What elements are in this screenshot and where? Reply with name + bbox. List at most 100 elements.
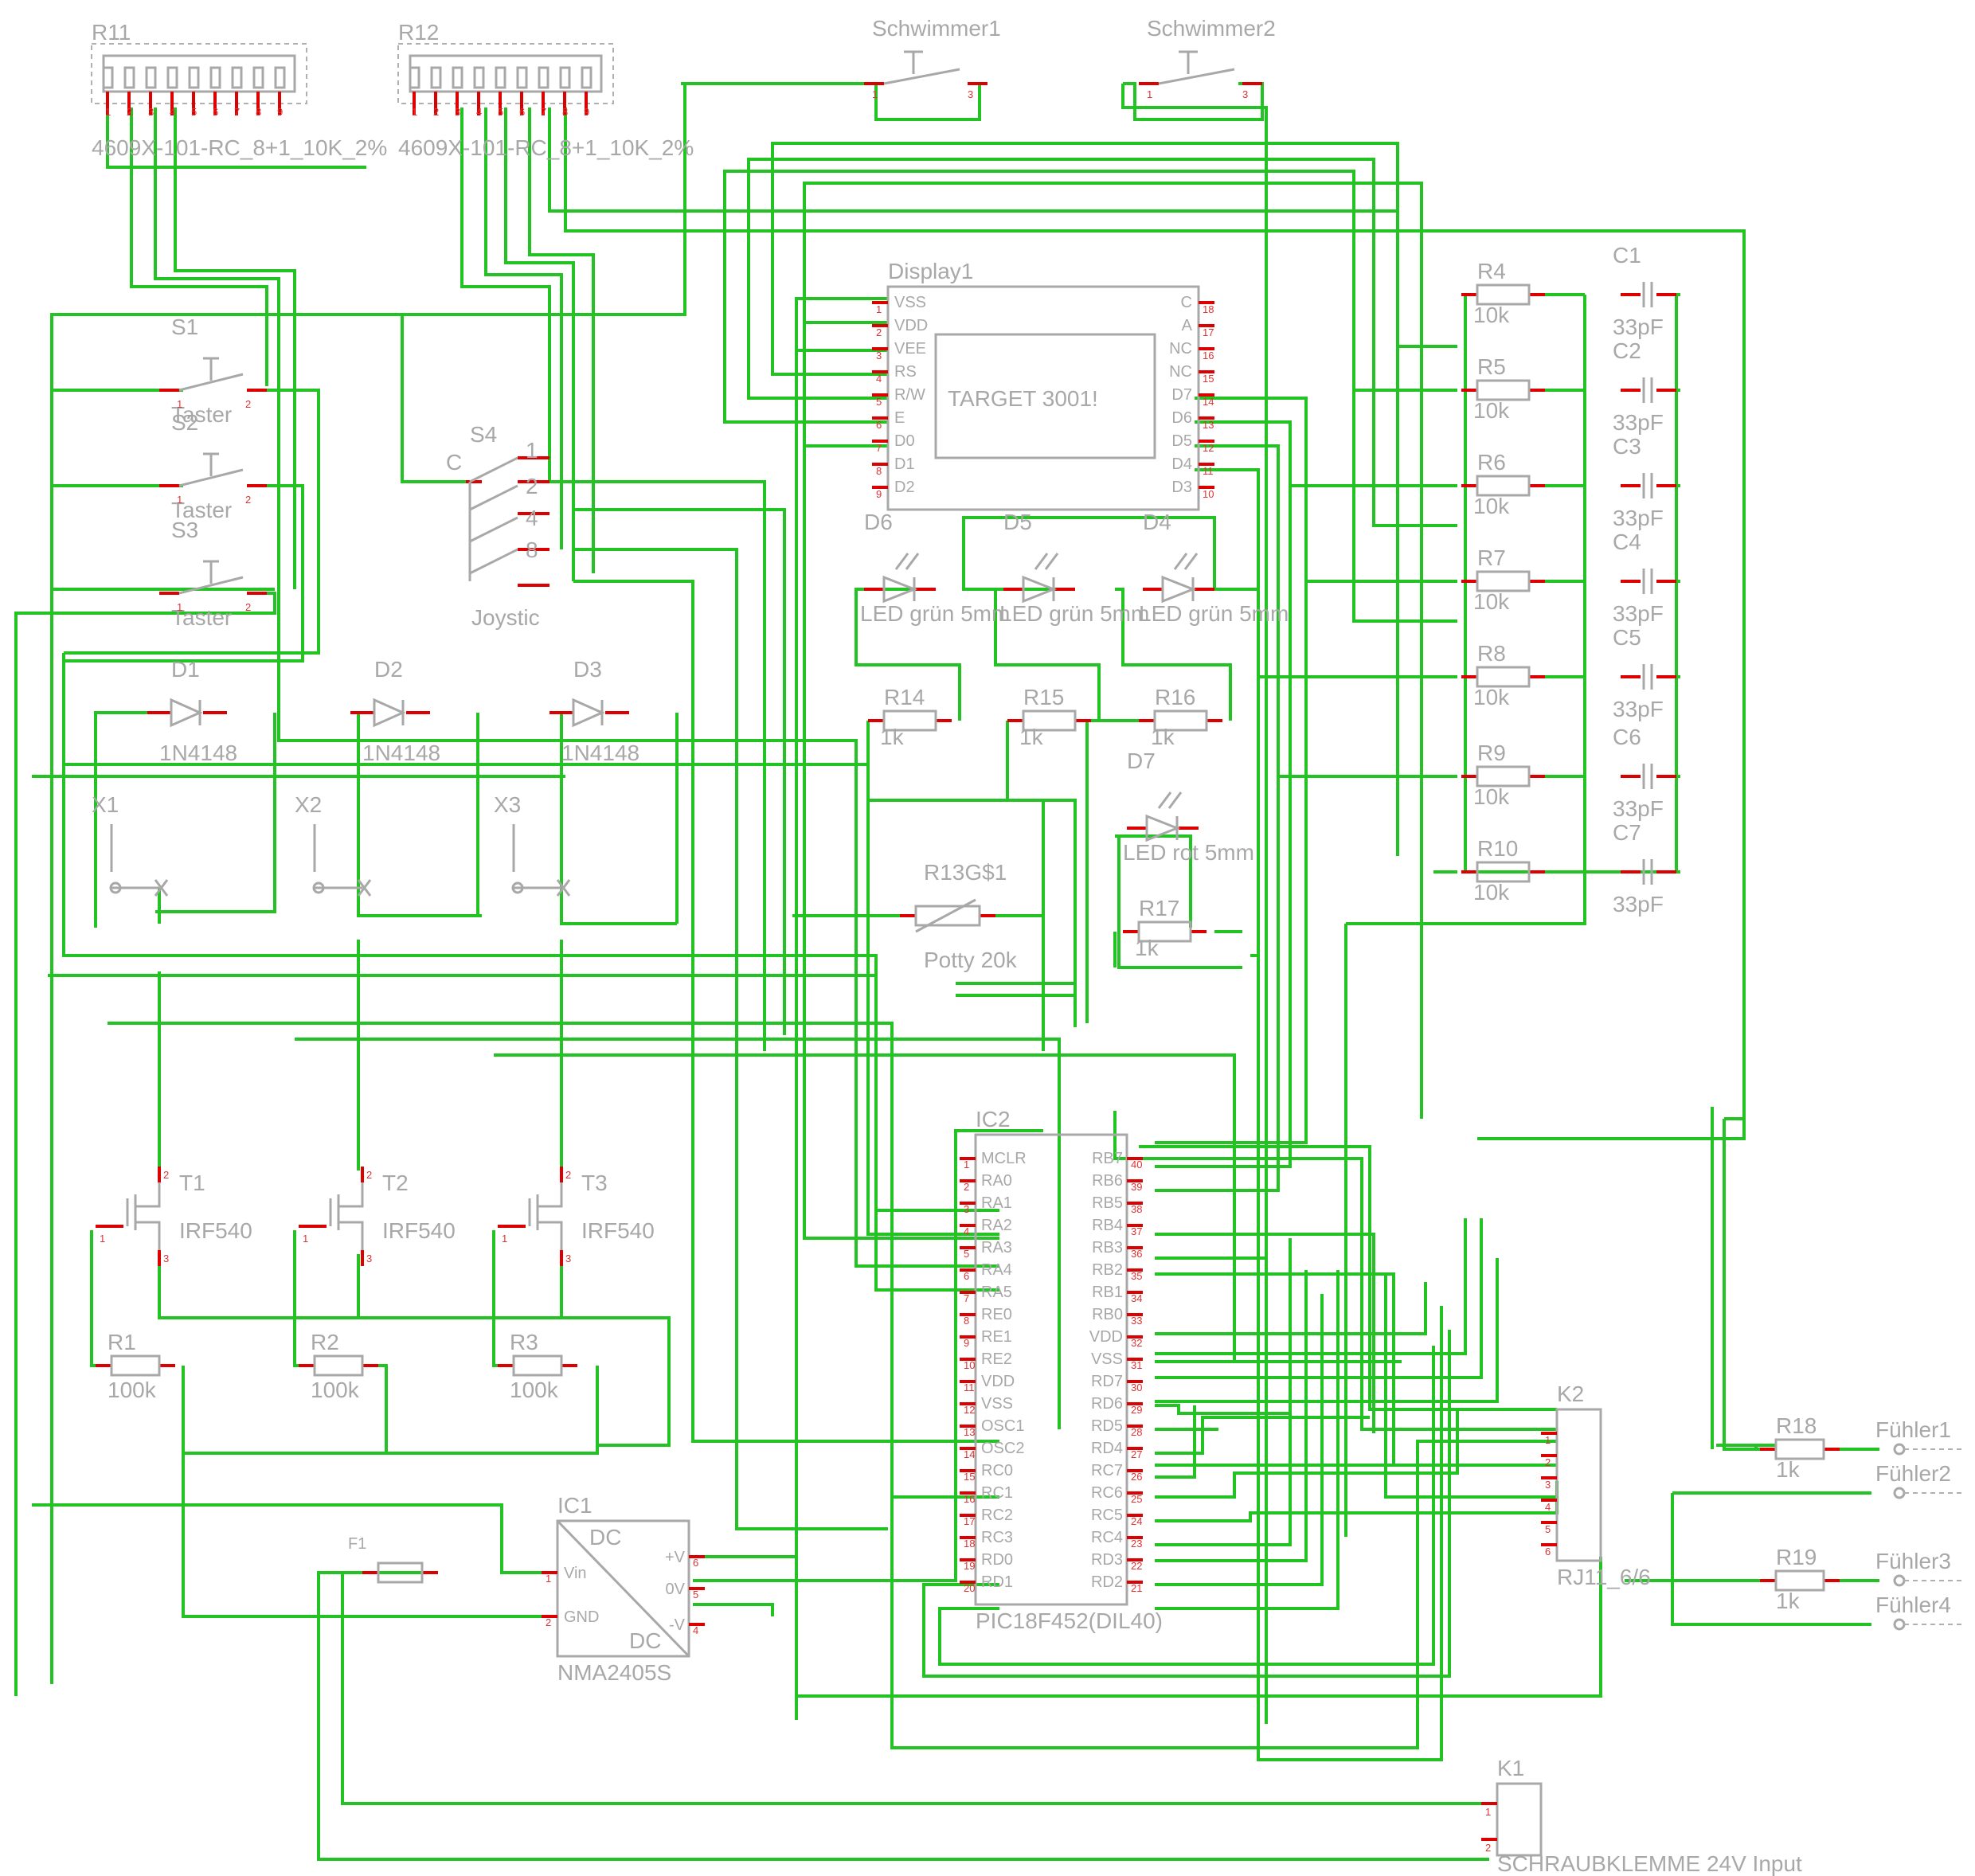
resistor-ref: R16 bbox=[1155, 685, 1195, 709]
pin-number: 29 bbox=[1131, 1404, 1142, 1416]
filter-r-ref: R10 bbox=[1477, 836, 1518, 861]
pin-number: 2 bbox=[127, 106, 132, 118]
mosfet-t2 bbox=[329, 1182, 364, 1250]
filter-resistor-r9 bbox=[1476, 765, 1531, 788]
mcu-pin-name: RC5 bbox=[1091, 1507, 1123, 1524]
mcu-pin-name: RD5 bbox=[1091, 1417, 1123, 1435]
pin-number: 15 bbox=[964, 1471, 975, 1483]
pin-number: 35 bbox=[1131, 1270, 1142, 1282]
sensor-terminal bbox=[1893, 1574, 1906, 1587]
fuse-f1 bbox=[377, 1561, 424, 1584]
display-ref: Display1 bbox=[888, 259, 973, 283]
mcu-pin-name: RD7 bbox=[1091, 1373, 1123, 1390]
pin-number: 13 bbox=[1203, 419, 1214, 431]
sensor-label: Fühler3 bbox=[1875, 1549, 1951, 1573]
filter-r-ref: R4 bbox=[1477, 259, 1506, 283]
display-pin-name: A bbox=[1182, 317, 1193, 334]
connector-x3 bbox=[512, 824, 561, 889]
filter-c-value: 33pF bbox=[1613, 697, 1664, 721]
sensor-resistor-value: 1k bbox=[1776, 1589, 1801, 1613]
resistor-r14 bbox=[882, 709, 937, 732]
pin-number: 36 bbox=[1131, 1248, 1142, 1260]
display-pin-name: D5 bbox=[1171, 432, 1192, 450]
pin-number: 2 bbox=[245, 398, 251, 410]
pin-number: 1 bbox=[177, 398, 182, 410]
pin-number: 3 bbox=[366, 1253, 372, 1264]
mcu-ref: IC2 bbox=[976, 1107, 1011, 1131]
filter-c-ref: C1 bbox=[1613, 243, 1641, 268]
joystick-value: Joystic bbox=[471, 605, 540, 630]
pin-number: 20 bbox=[964, 1582, 975, 1594]
pushbutton-s2 bbox=[178, 452, 244, 487]
pin-number: 3 bbox=[455, 106, 460, 118]
mcu-pin-name: VSS bbox=[1091, 1350, 1123, 1368]
mcu-pin-name: RB7 bbox=[1092, 1150, 1123, 1167]
dcdc-pin-name: -V bbox=[669, 1616, 686, 1634]
sensor-label: Fühler2 bbox=[1875, 1461, 1951, 1486]
joystick-position: 4 bbox=[526, 506, 538, 530]
resistor-value: 1k bbox=[1019, 725, 1044, 749]
led-ref: D5 bbox=[1003, 510, 1032, 534]
led-ref: D7 bbox=[1127, 748, 1156, 773]
pin-number: 6 bbox=[964, 1270, 969, 1282]
diode-ref: D2 bbox=[374, 657, 403, 682]
pin-number: 28 bbox=[1131, 1426, 1142, 1438]
led-value: LED grün 5mm bbox=[860, 601, 1010, 626]
pin-number: 1 bbox=[1545, 1434, 1551, 1446]
mcu-pin-name: RA0 bbox=[981, 1172, 1012, 1190]
dcdc-ref: IC1 bbox=[557, 1493, 592, 1518]
mcu-pin-name: RC7 bbox=[1091, 1462, 1123, 1479]
gate-resistor-ref: R3 bbox=[510, 1330, 538, 1354]
mcu-pin-name: RC1 bbox=[981, 1484, 1013, 1502]
pin-number: 40 bbox=[1131, 1159, 1142, 1171]
pin-number: 32 bbox=[1131, 1337, 1142, 1349]
pin-number: 4 bbox=[693, 1624, 698, 1636]
mosfet-t3 bbox=[528, 1182, 563, 1250]
connector-ref: X2 bbox=[295, 792, 322, 817]
pin-number: 18 bbox=[1203, 303, 1214, 315]
pin-number: 21 bbox=[1131, 1582, 1142, 1594]
pin-number: 3 bbox=[968, 88, 973, 100]
led-d6 bbox=[882, 575, 918, 604]
joystick-position: 2 bbox=[526, 474, 538, 498]
pin-number: 9 bbox=[584, 106, 589, 118]
display-pin-name: NC bbox=[1169, 363, 1192, 381]
filter-r-value: 10k bbox=[1473, 303, 1510, 327]
display-pin-name: RS bbox=[894, 363, 917, 381]
led-value: LED rot 5mm bbox=[1123, 840, 1254, 865]
pin-number: 1 bbox=[872, 88, 878, 100]
joystick-position: 8 bbox=[526, 537, 538, 562]
pin-number: 17 bbox=[1203, 326, 1214, 338]
switch-value: Taster bbox=[171, 402, 232, 427]
connector-x2 bbox=[313, 824, 362, 889]
array-ref: R11 bbox=[92, 20, 131, 45]
filter-r-value: 10k bbox=[1473, 685, 1510, 709]
display-pin-name: R/W bbox=[894, 386, 925, 404]
connector-ref: X3 bbox=[494, 792, 521, 817]
pin-number: 2 bbox=[1545, 1456, 1551, 1468]
pin-number: 30 bbox=[1131, 1382, 1142, 1393]
resistor-array-r11 bbox=[91, 43, 307, 104]
microcontroller-ic2 bbox=[974, 1133, 1128, 1606]
joystick-position: 1 bbox=[526, 438, 538, 463]
dcdc-value: NMA2405S bbox=[557, 1660, 671, 1685]
pin-number: 1 bbox=[502, 1233, 507, 1245]
mosfet-value: IRF540 bbox=[382, 1218, 456, 1243]
pin-number: 34 bbox=[1131, 1292, 1142, 1304]
pin-number: 2 bbox=[245, 494, 251, 506]
pin-number: 1 bbox=[412, 106, 417, 118]
pin-number: 6 bbox=[213, 106, 218, 118]
display-pin-name: D7 bbox=[1171, 386, 1192, 404]
mcu-pin-name: OSC1 bbox=[981, 1417, 1024, 1435]
filter-c-value: 33pF bbox=[1613, 892, 1664, 917]
mosfet-value: IRF540 bbox=[581, 1218, 655, 1243]
mcu-pin-name: RC0 bbox=[981, 1462, 1013, 1479]
pin-number: 5 bbox=[964, 1248, 969, 1260]
diode-d2 bbox=[373, 698, 406, 728]
pin-number: 8 bbox=[562, 106, 568, 118]
display-pin-name: D2 bbox=[894, 479, 915, 496]
led-ref: D6 bbox=[864, 510, 893, 534]
filter-resistor-r10 bbox=[1476, 861, 1531, 883]
pushbutton-s3 bbox=[178, 560, 244, 595]
